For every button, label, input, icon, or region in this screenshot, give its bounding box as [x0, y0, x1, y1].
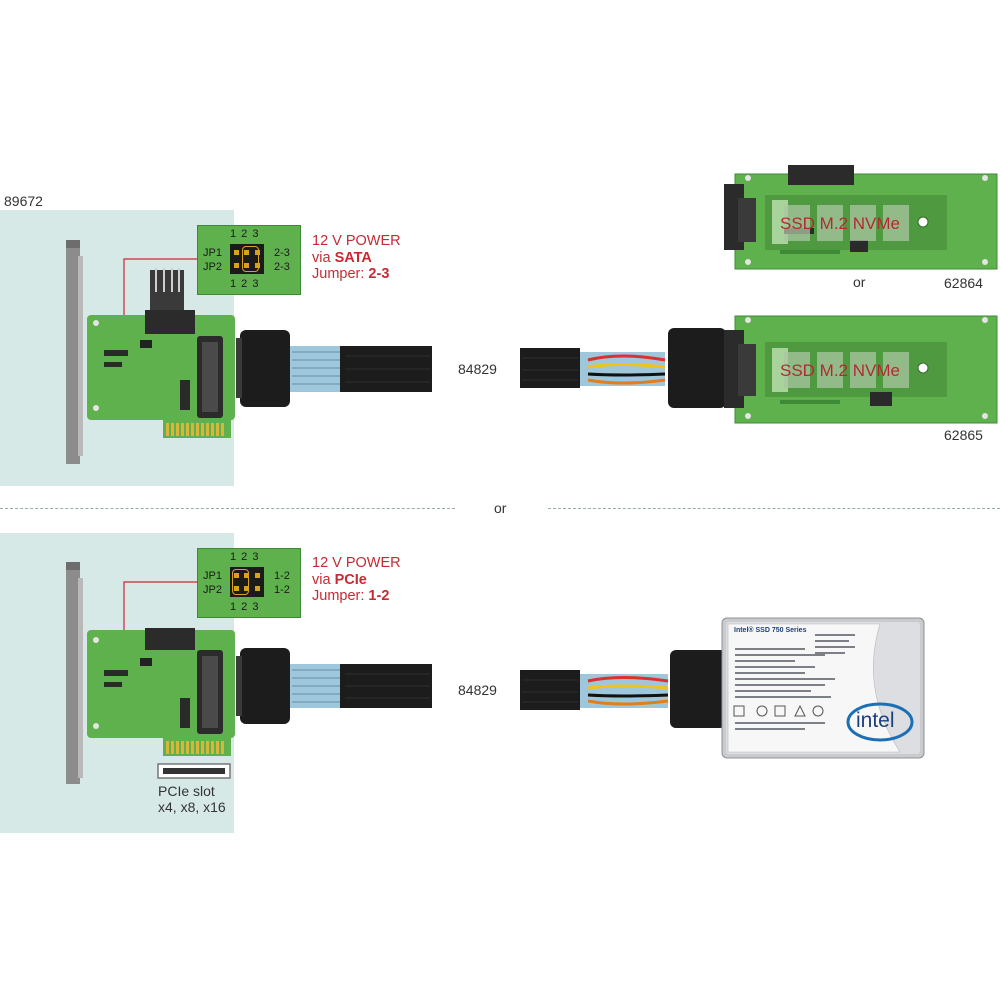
- adapter-card-top: [87, 268, 235, 438]
- jumper-jp1-label: JP1: [203, 570, 222, 582]
- board2-id: 62865: [944, 427, 983, 443]
- jumper-jp1-setting: 1-2: [274, 570, 290, 582]
- separator-line-right: [548, 508, 1000, 509]
- card-id-top: 89672: [4, 193, 43, 209]
- jumper-pin-numbers-top: 1 2 3: [230, 228, 260, 240]
- jumper-pin-header: [230, 244, 264, 274]
- board2-label: SSD M.2 NVMe: [780, 361, 900, 380]
- intel-brand-text: intel: [856, 709, 895, 732]
- jumper-diagram-top: 1 2 3 JP1 JP2 2-3 2-3 1 2 3: [197, 225, 301, 295]
- jumper-jp2-label: JP2: [203, 584, 222, 596]
- jumper-cap: [232, 569, 249, 595]
- cable-right-bottom: [520, 650, 726, 728]
- cable-left-bottom: [236, 648, 432, 724]
- power-jumper: Jumper: 2-3: [312, 266, 390, 282]
- jumper-pin-numbers-top: 1 2 3: [230, 551, 260, 563]
- jumper-jp2-setting: 1-2: [274, 584, 290, 596]
- bottom-diagram-graphics: [66, 562, 925, 784]
- board1-chips: [784, 205, 909, 241]
- power-source: via SATA: [312, 249, 372, 266]
- cable-id-top: 84829: [458, 361, 497, 377]
- jumper-jp1-setting: 2-3: [274, 247, 290, 259]
- adapter-card-bottom: [87, 628, 235, 756]
- jumper-pin-header: [230, 567, 264, 597]
- pcie-slot-label: PCIe slot x4, x8, x16: [158, 783, 226, 815]
- power-jumper: Jumper: 1-2: [312, 588, 390, 604]
- pci-bracket-bottom: [66, 562, 83, 784]
- jumper-jp2-setting: 2-3: [274, 261, 290, 273]
- jumper-jp1-label: JP1: [203, 247, 222, 259]
- board1-label: SSD M.2 NVMe: [780, 214, 900, 233]
- power-title: 12 V POWER: [312, 233, 401, 249]
- intel-ssd-series: Intel® SSD 750 Series: [734, 627, 807, 634]
- cable-id-bottom: 84829: [458, 682, 497, 698]
- jumper-jp2-label: JP2: [203, 261, 222, 273]
- pcie-slot: [157, 763, 231, 779]
- cable-left-top: [236, 330, 432, 407]
- board1-or: or: [853, 274, 866, 290]
- jumper-pin-numbers-bottom: 1 2 3: [230, 601, 260, 613]
- board-text-layer: SSD M.2 NVMe SSD M.2 NVMe: [780, 205, 909, 388]
- intel-logo-icon: [846, 702, 914, 742]
- intel-ssd-drive: [721, 617, 925, 759]
- jumper-diagram-bottom: 1 2 3 JP1 JP2 1-2 1-2 1 2 3: [197, 548, 301, 618]
- board1-id: 62864: [944, 275, 983, 291]
- separator-or: or: [494, 500, 507, 516]
- jumper-pin-numbers-bottom: 1 2 3: [230, 278, 260, 290]
- jumper-indicator-line-top: [123, 258, 198, 336]
- pci-bracket-top: [66, 240, 83, 464]
- power-note-bottom: 12 V POWER via PCIe Jumper: 1-2: [312, 555, 401, 605]
- power-title: 12 V POWER: [312, 555, 401, 571]
- jumper-cap: [242, 246, 259, 272]
- power-source: via PCIe: [312, 571, 367, 588]
- power-note-top: 12 V POWER via SATA Jumper: 2-3: [312, 233, 401, 283]
- board2-chips: [784, 352, 909, 388]
- separator-line-left: [0, 508, 455, 509]
